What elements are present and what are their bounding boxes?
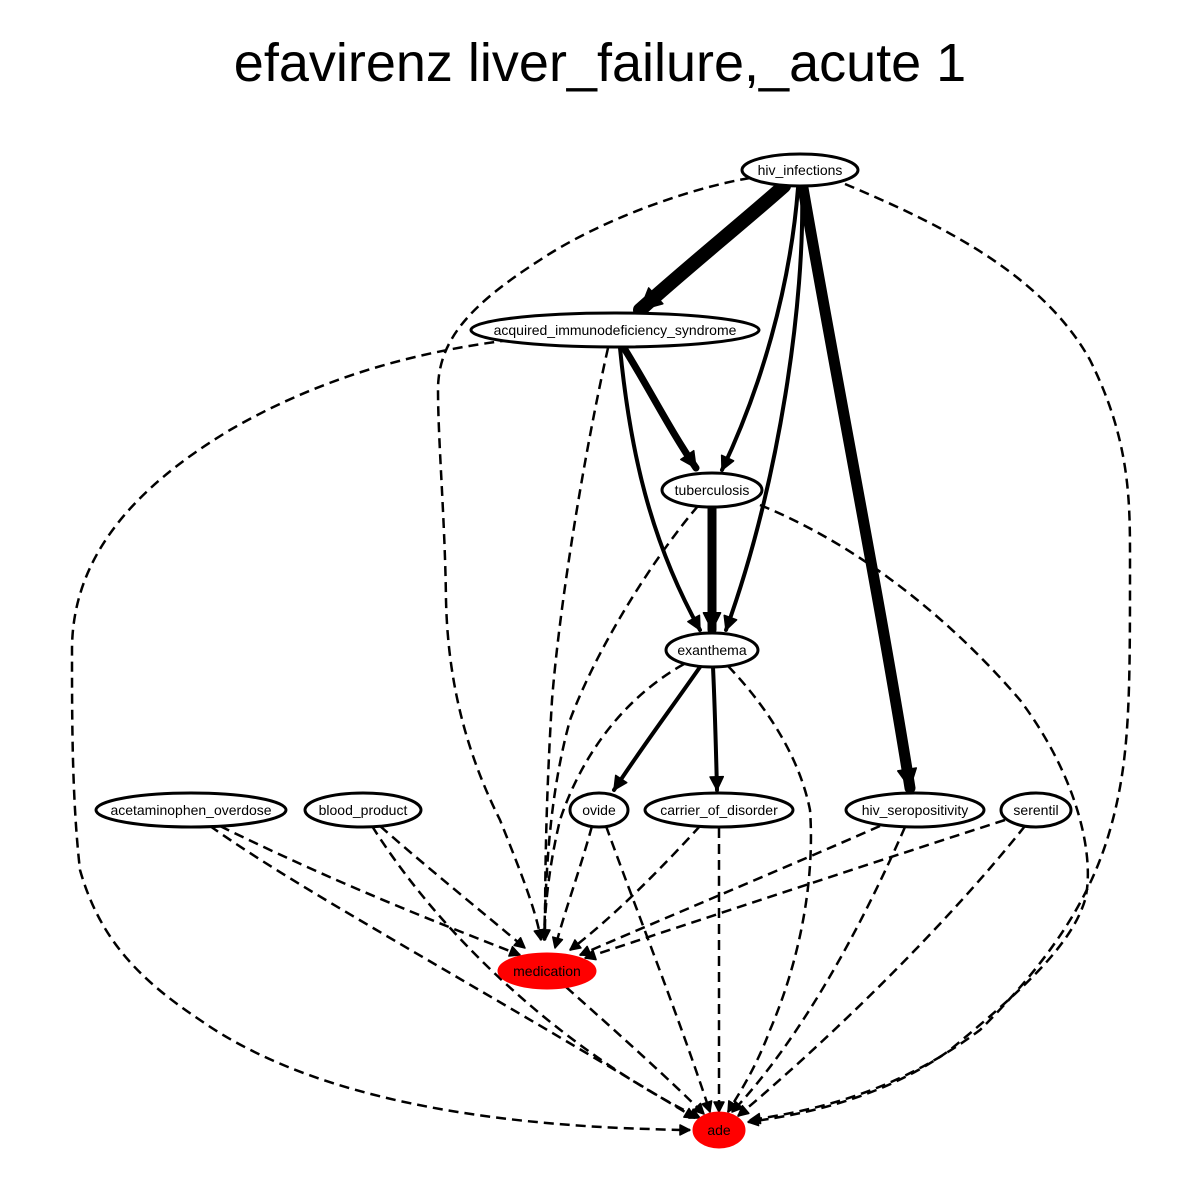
node-carrier-of-disorder: carrier_of_disorder [643, 791, 795, 829]
edge-aids-to-ade [70, 338, 691, 1132]
node-shape [568, 791, 630, 829]
edge-hiv-seropositivity-to-ade [731, 826, 907, 1113]
edge-hiv-seropositivity-to-ade-arrowhead [731, 1100, 744, 1113]
edge-hiv-infections-to-ade [749, 182, 1132, 1122]
node-ovide: ovide [568, 791, 630, 829]
edge-exanthema-to-carrier-of-disorder-arrowhead [709, 775, 725, 791]
node-ade: ade [692, 1111, 746, 1149]
edge-blood-product-to-ade [370, 825, 701, 1120]
edge-tuberculosis-to-medication [542, 505, 699, 941]
node-blood-product: blood_product [303, 791, 423, 829]
edge-blood-product-to-ade-arrowhead [688, 1108, 701, 1119]
node-label: hiv_seropositivity [862, 802, 969, 818]
node-label: acquired_immunodeficiency_syndrome [494, 322, 737, 338]
node-hiv-seropositivity: hiv_seropositivity [844, 791, 986, 829]
node-label: blood_product [319, 802, 408, 818]
node-shape [692, 1111, 746, 1149]
node-shape [740, 152, 860, 188]
edge-exanthema-to-ovide-arrowhead [613, 774, 628, 791]
edge-acetaminophen-overdose-to-ade [209, 824, 696, 1120]
node-aids: acquired_immunodeficiency_syndrome [469, 311, 761, 349]
node-shape [664, 631, 760, 669]
edge-hiv-infections-to-exanthema [724, 186, 805, 632]
edge-hiv-infections-to-aids-arrowhead [639, 287, 664, 311]
node-hiv-infections: hiv_infections [740, 152, 860, 188]
node-acetaminophen-overdose: acetaminophen_overdose [94, 791, 288, 829]
node-label: exanthema [677, 642, 746, 658]
node-shape [94, 791, 288, 829]
node-label: carrier_of_disorder [660, 802, 778, 818]
edge-serentil-to-ade-arrowhead [737, 1104, 750, 1117]
node-label: medication [513, 963, 581, 979]
edge-aids-to-tuberculosis-arrowhead [680, 449, 697, 469]
node-shape [497, 952, 597, 990]
edge-ovide-to-medication [553, 825, 594, 949]
edge-hiv-infections-to-tuberculosis-arrowhead [720, 454, 735, 471]
edge-aids-to-ade-arrowhead [679, 1124, 691, 1136]
edge-acetaminophen-overdose-to-medication [219, 824, 521, 957]
node-shape [469, 311, 761, 349]
arrowheads-layer [508, 287, 918, 1136]
edge-tuberculosis-to-ade [747, 503, 1090, 1124]
edge-serentil-to-medication-arrowhead [584, 949, 597, 961]
edge-exanthema-to-ade [726, 665, 813, 1113]
edge-carrier-of-disorder-to-medication [569, 825, 701, 951]
edge-hiv-infections-to-hiv-seropositivity-arrowhead [896, 767, 918, 789]
edge-hiv-infections-to-aids [633, 179, 791, 317]
edge-exanthema-to-ovide [612, 665, 702, 792]
edge-hiv-infections-to-hiv-seropositivity [797, 182, 916, 794]
edge-acetaminophen-overdose-to-medication-arrowhead [508, 945, 521, 957]
edge-tuberculosis-to-exanthema-arrowhead [702, 612, 722, 631]
edge-aids-to-medication [543, 347, 610, 941]
node-label: ovide [582, 802, 616, 818]
edge-serentil-to-medication [584, 818, 1006, 960]
edge-aids-to-exanthema [618, 346, 702, 632]
edge-tuberculosis-to-ade-arrowhead [747, 1114, 760, 1127]
edge-blood-product-to-medication-arrowhead [513, 936, 526, 949]
nodes-layer: hiv_infections acquired_immunodeficiency_… [94, 152, 1073, 1149]
node-label: serentil [1013, 802, 1058, 818]
edge-aids-to-exanthema-arrowhead [687, 614, 701, 631]
diagram-title: efavirenz liver_failure,_acute 1 [233, 33, 967, 93]
edge-hiv-infections-to-exanthema-arrowhead [723, 614, 738, 631]
edge-exanthema-to-medication-arrowhead [538, 929, 551, 941]
node-medication: medication [497, 952, 597, 990]
edge-ovide-to-medication-arrowhead [552, 936, 564, 949]
node-serentil: serentil [999, 791, 1073, 829]
edges-layer [70, 176, 1132, 1132]
node-shape [844, 791, 986, 829]
node-label: tuberculosis [675, 482, 750, 498]
edge-hiv-infections-to-medication [436, 176, 751, 941]
edge-exanthema-to-carrier-of-disorder [711, 665, 719, 792]
edge-serentil-to-ade [737, 825, 1026, 1117]
node-shape [660, 471, 764, 509]
edge-blood-product-to-medication [379, 825, 526, 949]
edge-medication-to-ade-arrowhead [692, 1102, 705, 1115]
node-shape [303, 791, 423, 829]
node-label: acetaminophen_overdose [110, 802, 271, 818]
node-shape [999, 791, 1073, 829]
node-shape [643, 791, 795, 829]
edge-medication-to-ade [565, 986, 705, 1115]
edge-exanthema-to-medication [542, 662, 685, 941]
edge-hiv-seropositivity-to-medication-arrowhead [579, 945, 592, 957]
node-tuberculosis: tuberculosis [660, 471, 764, 509]
edge-ovide-to-ade [604, 825, 712, 1113]
edge-hiv-seropositivity-to-medication [579, 824, 881, 957]
edge-carrier-of-disorder-to-ade-arrowhead [713, 1101, 725, 1113]
node-label: hiv_infections [758, 162, 843, 178]
edge-ovide-to-ade-arrowhead [701, 1100, 713, 1113]
node-label: ade [707, 1122, 731, 1138]
node-exanthema: exanthema [664, 631, 760, 669]
edge-hiv-infections-to-tuberculosis [720, 186, 800, 472]
edge-carrier-of-disorder-to-medication-arrowhead [569, 939, 582, 951]
